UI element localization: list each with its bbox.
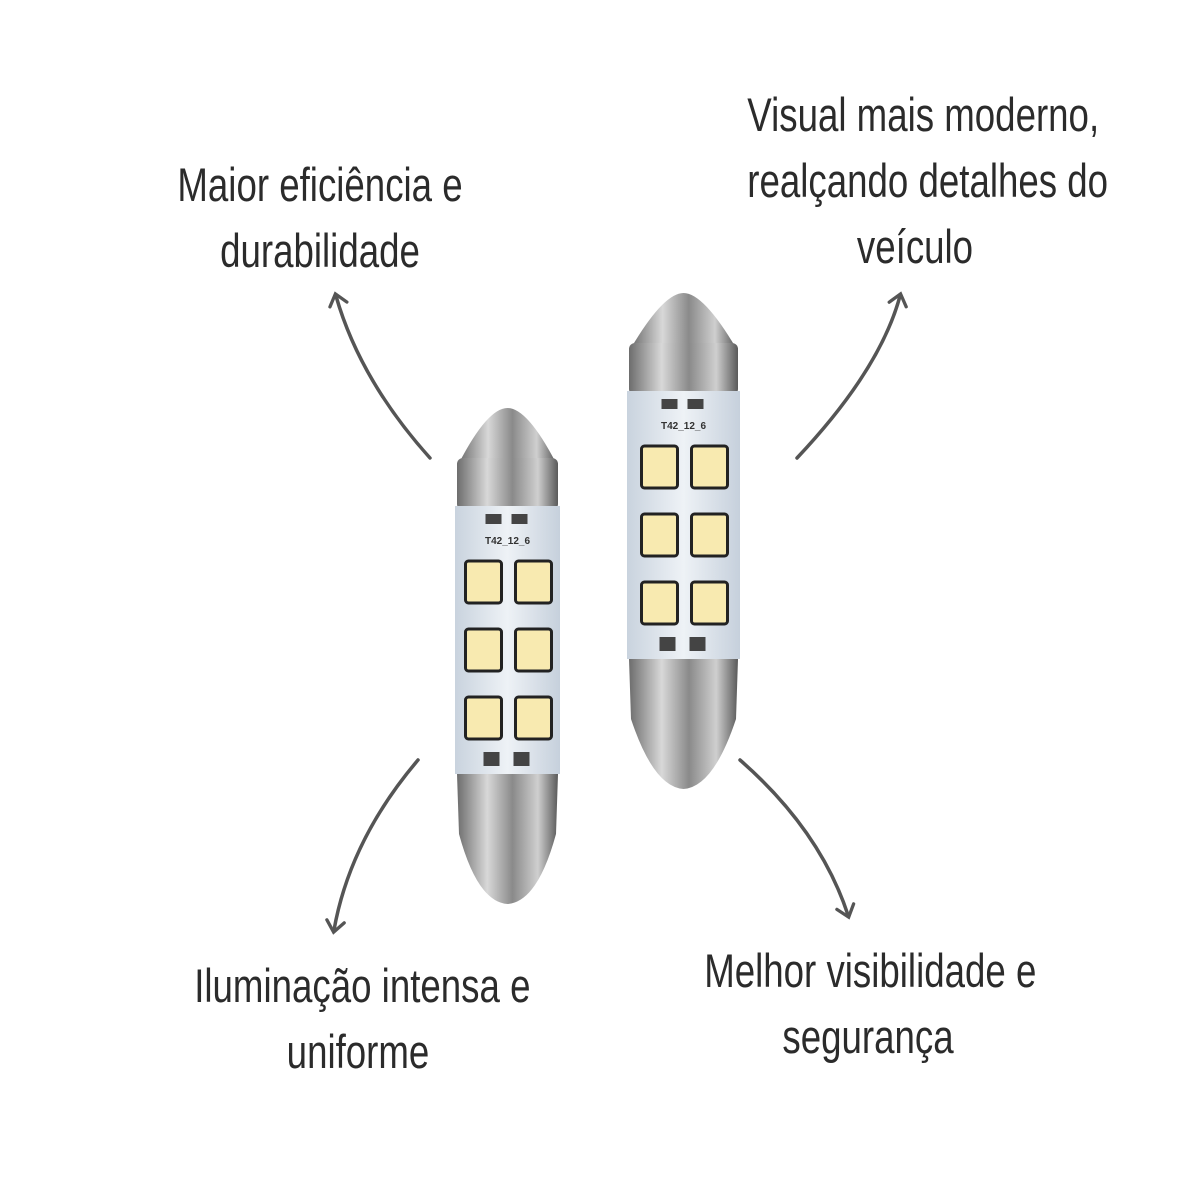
feature-line: Maior eficiência e xyxy=(177,158,463,211)
led-chip xyxy=(464,559,503,605)
led-chip xyxy=(464,695,503,741)
led-chip xyxy=(640,512,679,558)
pcb-label: T42_12_6 xyxy=(485,536,530,547)
metal-cap-tip xyxy=(631,293,736,348)
arrow-top-right xyxy=(795,291,908,460)
pcb-label: T42_12_6 xyxy=(661,421,706,432)
led-chip xyxy=(640,580,679,626)
arrow-bottom-left xyxy=(325,758,420,935)
feature-line: segurança xyxy=(782,1010,954,1063)
feature-visibility: Melhor visibilidade e segurança xyxy=(658,938,1078,1070)
led-chip xyxy=(640,444,679,490)
led-chip xyxy=(514,627,553,673)
metal-cap-tip xyxy=(459,408,556,463)
feature-line: uniforme xyxy=(286,1025,430,1078)
metal-cap-bottom xyxy=(629,659,738,789)
feature-line: Visual mais moderno, xyxy=(747,88,1100,141)
led-chip xyxy=(514,559,553,605)
arrow-top-left xyxy=(328,291,432,460)
metal-cap-top xyxy=(629,343,738,395)
arrow-bottom-right xyxy=(738,758,856,920)
feature-modern-look: Visual mais moderno, realçando detalhes … xyxy=(700,82,1130,280)
feature-line: Iluminação intensa e xyxy=(194,959,531,1012)
led-chip xyxy=(690,580,729,626)
led-bulb-right: T42_12_6 xyxy=(627,293,740,789)
metal-cap-bottom xyxy=(457,774,558,904)
feature-illumination: Iluminação intensa e uniforme xyxy=(148,953,568,1085)
led-bulb-left: T42_12_6 xyxy=(455,408,560,904)
led-chip xyxy=(690,512,729,558)
led-chip xyxy=(464,627,503,673)
feature-line: durabilidade xyxy=(220,224,420,277)
feature-line: Melhor visibilidade e xyxy=(704,944,1037,997)
metal-cap-top xyxy=(457,458,558,510)
led-chip xyxy=(514,695,553,741)
feature-line: veículo xyxy=(856,220,974,273)
feature-efficiency: Maior eficiência e durabilidade xyxy=(120,152,520,284)
led-chip xyxy=(690,444,729,490)
feature-line: realçando detalhes do xyxy=(747,154,1109,207)
